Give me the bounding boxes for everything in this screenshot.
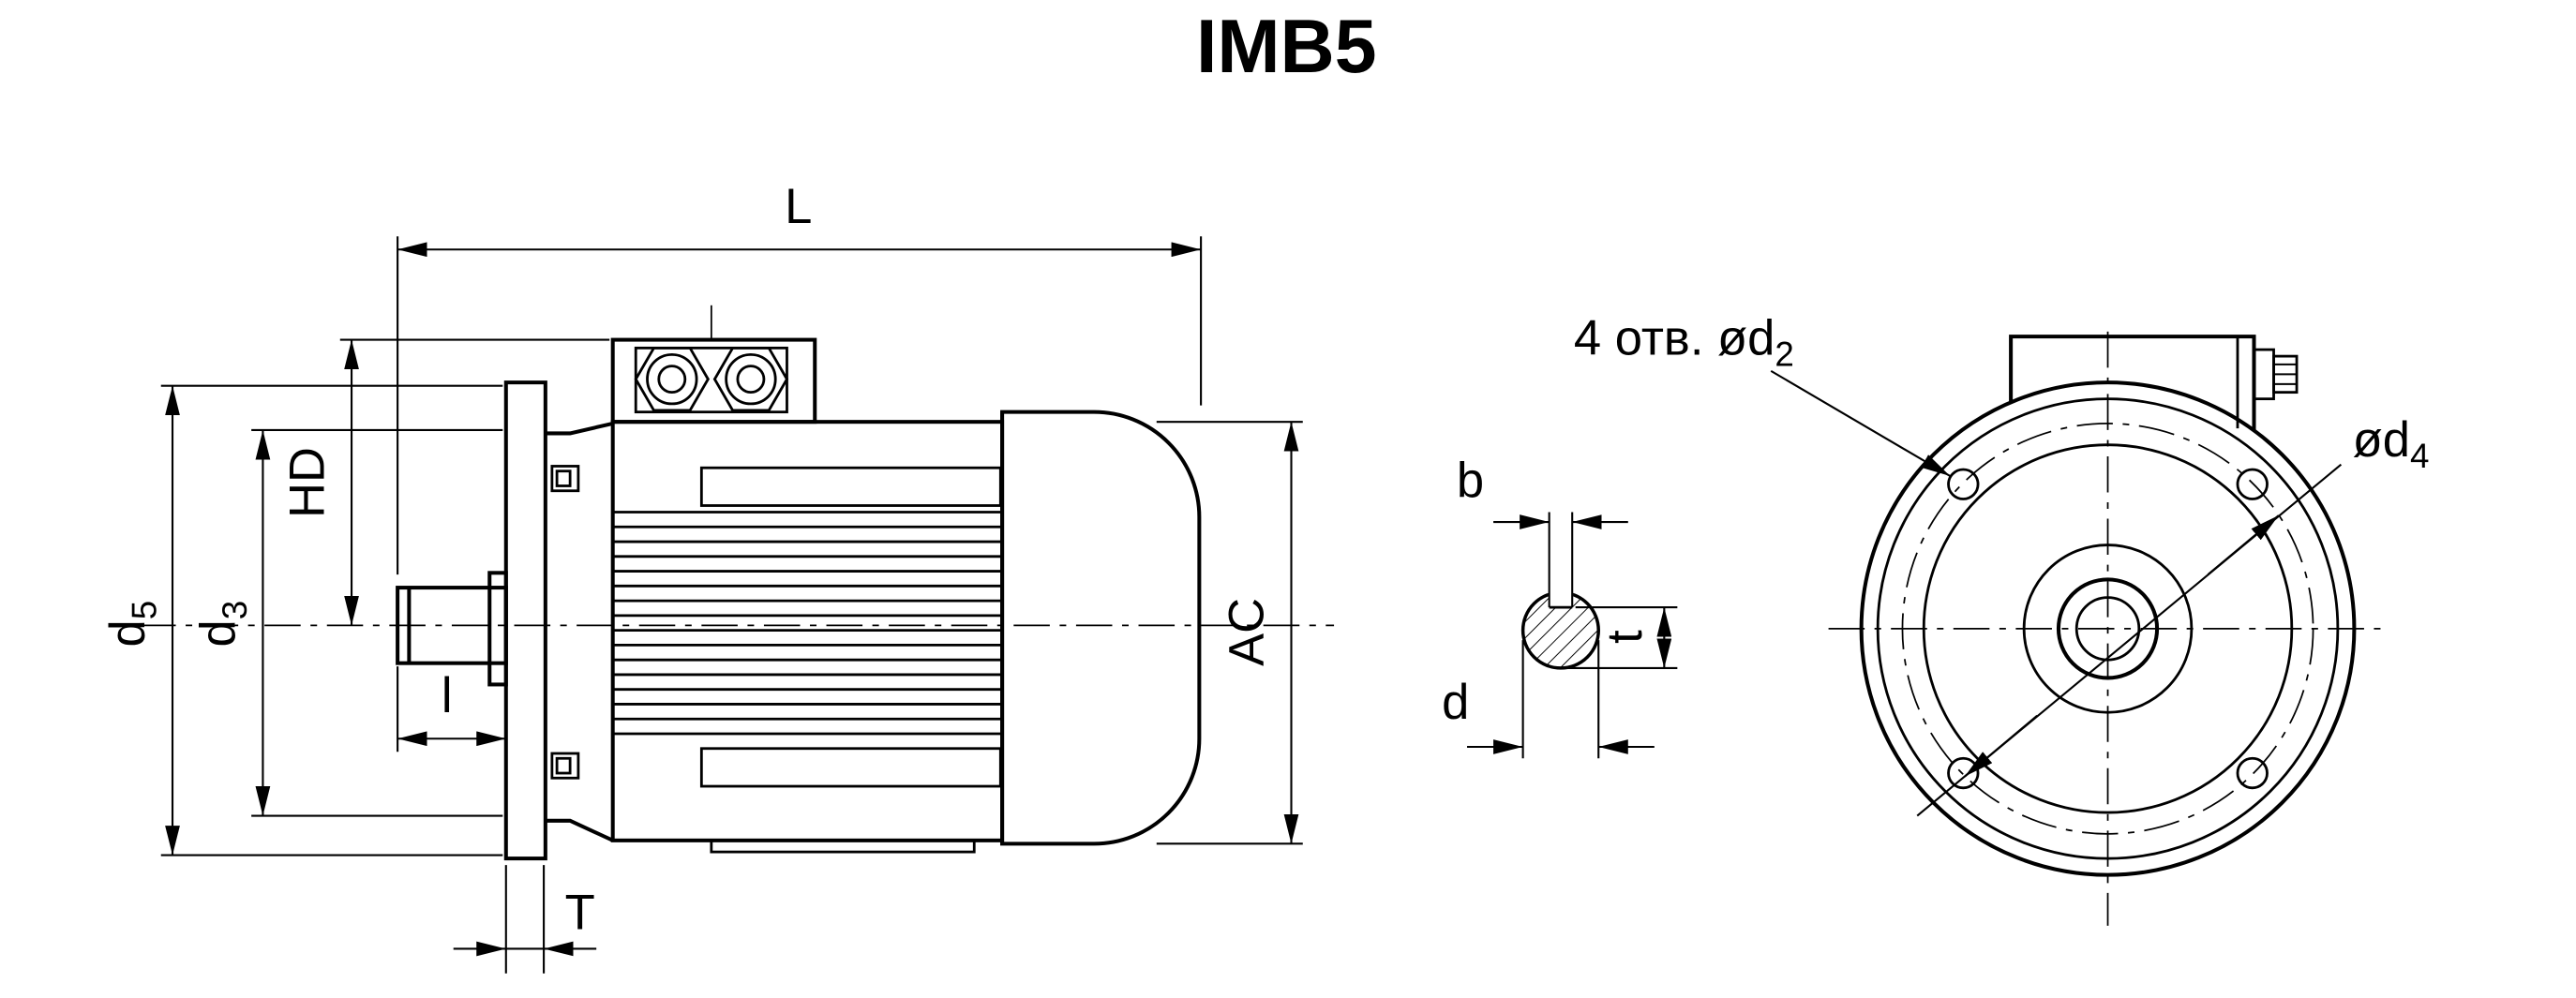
drawing-title: IMB5	[1196, 5, 1377, 89]
keyway-section: b t d	[1442, 454, 1678, 759]
nameplate-bottom	[699, 747, 1002, 788]
dim-T: T	[453, 865, 597, 974]
dim-d: d	[1442, 640, 1655, 759]
callout-holes: 4 отв. ød2	[1574, 310, 1951, 477]
dim-L: L	[397, 179, 1203, 575]
rear-endcap	[1000, 410, 1202, 846]
terminal-box	[610, 305, 817, 425]
dim-HD: HD	[279, 338, 610, 626]
flange-outer-circle	[1859, 380, 2357, 877]
keyway-slot	[1548, 579, 1574, 608]
flange-rim-circle	[1876, 397, 2340, 860]
front-view: 4 отв. ød2 ød4	[1574, 310, 2430, 926]
shaft-bore-circle	[2074, 596, 2141, 662]
front-cable-gland	[2253, 348, 2299, 401]
flange-recess-circle	[1922, 443, 2294, 814]
dim-label-d5: d5	[100, 601, 163, 648]
dim-AC: AC	[1156, 421, 1303, 845]
dim-label-AC: AC	[1220, 598, 1275, 666]
mounting-hole	[1947, 756, 1980, 790]
dim-label-HD: HD	[279, 447, 335, 518]
dim-b: b	[1457, 454, 1628, 529]
mounting-hole	[1947, 468, 1980, 500]
motor-body	[610, 420, 1005, 854]
callout-holes-label: 4 отв. ød2	[1574, 310, 1794, 373]
dim-label-b: b	[1457, 454, 1484, 509]
bottom-strip	[710, 839, 976, 854]
cable-gland-right	[712, 346, 789, 412]
side-view: L HD d3 d5 l	[100, 179, 1335, 974]
nameplate-top	[699, 466, 1002, 507]
mounting-hole	[2236, 756, 2269, 790]
dim-d5: d5	[100, 384, 503, 856]
dim-label-d3: d3	[191, 601, 254, 648]
front-terminal-box	[2009, 335, 2299, 430]
dim-label-d4: ød4	[2353, 412, 2430, 475]
cable-gland-left	[634, 346, 710, 412]
dim-label-l: l	[442, 668, 453, 723]
dim-label-L: L	[785, 179, 812, 234]
dim-t: t	[1564, 606, 1678, 669]
hub-circle	[2022, 544, 2194, 714]
dim-d4: ød4	[1916, 412, 2430, 817]
dim-label-t: t	[1597, 630, 1653, 644]
flange-spigot	[487, 571, 508, 687]
bolt-circle	[1901, 423, 2314, 835]
dim-label-T: T	[565, 885, 595, 940]
endshield-bell	[545, 421, 614, 842]
dim-label-d: d	[1442, 675, 1469, 730]
flange-circles	[1859, 380, 2357, 877]
flange-plate	[503, 380, 547, 861]
mounting-hole	[2236, 468, 2269, 500]
cooling-ribs	[612, 511, 1003, 736]
dim-l: l	[397, 666, 506, 752]
dim-d3: d3	[191, 428, 503, 817]
shaft-circle	[2056, 577, 2160, 680]
